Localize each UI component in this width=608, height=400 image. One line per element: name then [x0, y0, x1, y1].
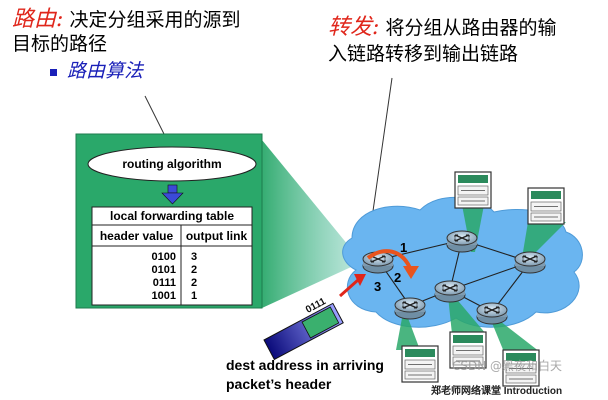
- bullet-icon: [50, 68, 57, 76]
- header-value-cell: 0111: [152, 277, 176, 289]
- server-icon: [527, 187, 565, 225]
- forwarding-arrow-head: [403, 266, 419, 279]
- table-row: 0100 3: [92, 251, 252, 264]
- router-icon: [514, 251, 546, 274]
- footer-credit: 郑老师网络课堂 Introduction: [431, 386, 563, 397]
- host-link-bottom-mid: [448, 296, 486, 334]
- routing-definition: 路由: 决定分组采用的源到: [12, 8, 240, 32]
- routing-desc-line2: 目标的路径: [12, 33, 108, 55]
- forwarding-table: [91, 206, 253, 306]
- callout-line-forwarding: [371, 77, 393, 219]
- table-row: 0111 2: [92, 277, 252, 290]
- down-arrow-icon-head: [161, 192, 184, 205]
- link-label-2: 2: [394, 270, 402, 285]
- routing-algorithm-ellipse: [87, 146, 257, 182]
- table-body: 0100 3 0101 2 0111 2 1001 1: [92, 251, 252, 303]
- routing-desc-line1: 决定分组采用的源到: [69, 9, 241, 31]
- output-link-cell: 1: [191, 290, 198, 302]
- header-value-cell: 0100: [151, 251, 176, 263]
- table-title: local forwarding table: [109, 209, 235, 223]
- col-header-value: header value: [99, 229, 174, 243]
- forwarding-arrow: [366, 249, 412, 269]
- packet-arrow-head: [354, 274, 366, 286]
- zoom-beam: [262, 140, 362, 308]
- forwarding-desc-line1: 将分组从路由器的输: [385, 17, 557, 39]
- watermark: CSDN @黑夜和白天: [452, 359, 563, 373]
- header-value-cell: 0101: [151, 264, 176, 276]
- packet-caption-line1: dest address in arriving: [226, 357, 384, 373]
- packet-caption-line2: packet’s header: [226, 376, 332, 392]
- host-link-top-left: [462, 205, 484, 252]
- router-icon: [476, 302, 508, 325]
- output-link-cell: 3: [191, 251, 198, 263]
- forwarding-definition: 转发: 将分组从路由器的输: [328, 16, 556, 40]
- server-icon: [454, 171, 492, 209]
- router-icon: [434, 280, 466, 303]
- link-label-1: 1: [400, 240, 408, 255]
- table-row: 0101 2: [92, 264, 252, 277]
- router-icon: [362, 251, 394, 274]
- forwarding-term: 转发:: [328, 15, 380, 40]
- down-arrow-icon: [167, 184, 178, 194]
- output-link-cell: 2: [191, 277, 198, 289]
- col-header-output: output link: [185, 229, 248, 243]
- routing-bullet-item: 路由算法: [50, 59, 143, 83]
- header-value-cell: 1001: [151, 290, 176, 302]
- routing-algorithm-label: routing algorithm: [122, 157, 222, 171]
- routing-term: 路由:: [12, 7, 64, 32]
- packet-arrow: [339, 278, 359, 298]
- server-icon: [401, 345, 439, 383]
- forwarding-desc-line2: 入链路转移到输出链路: [328, 43, 519, 65]
- packet: [263, 302, 344, 361]
- output-link-cell: 2: [191, 264, 198, 276]
- host-link-bottom-left: [396, 318, 420, 350]
- routing-bullet-text: 路由算法: [67, 60, 144, 82]
- host-link-top-right: [522, 222, 566, 258]
- table-row: 1001 1: [92, 290, 252, 303]
- router-icon: [394, 297, 426, 320]
- router-icon: [446, 230, 478, 253]
- link-label-3: 3: [374, 279, 382, 294]
- host-link-bottom-right: [490, 318, 540, 352]
